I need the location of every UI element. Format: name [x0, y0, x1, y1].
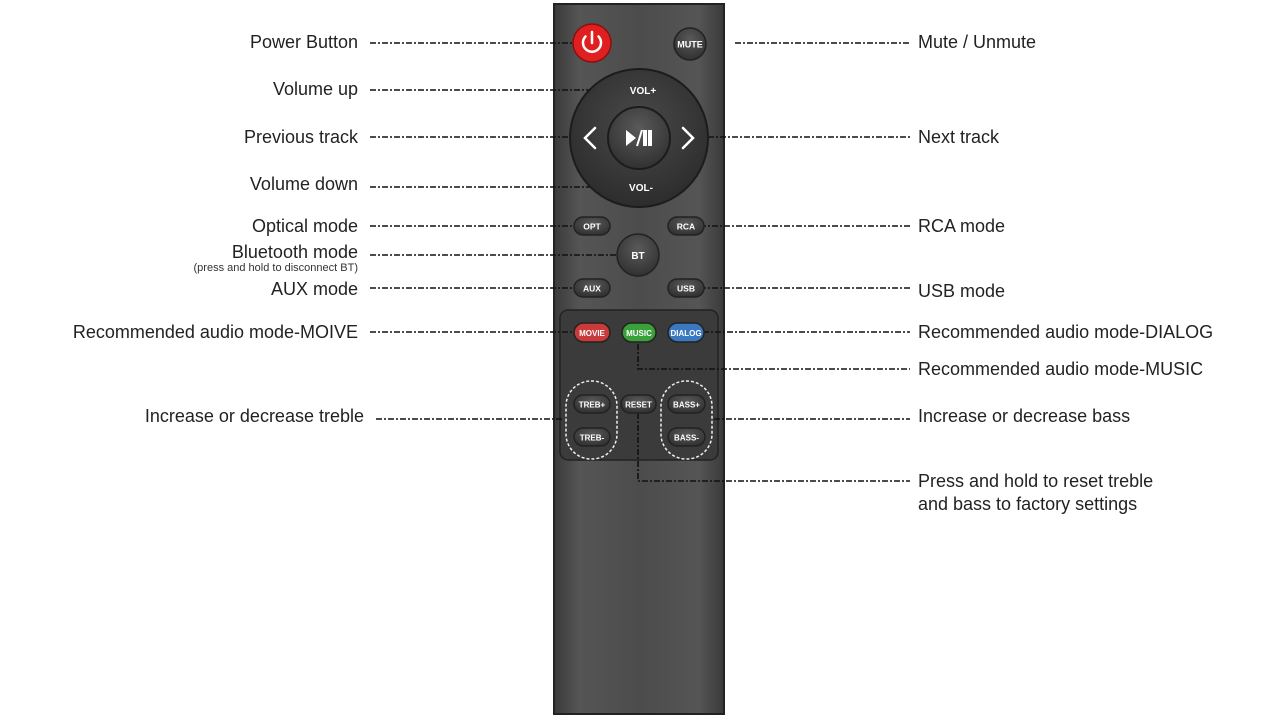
music-button[interactable]: MUSIC: [621, 322, 657, 343]
bass-plus-button[interactable]: BASS+: [667, 394, 706, 414]
rca-button-label: RCA: [677, 222, 695, 232]
movie-button-label: MOVIE: [579, 329, 605, 338]
usb-button-label: USB: [677, 284, 695, 294]
next-icon: [681, 126, 695, 150]
vol-minus-label: VOL-: [629, 183, 653, 194]
mute-button-label: MUTE: [677, 40, 703, 50]
rca-button[interactable]: RCA: [667, 216, 705, 236]
opt-button-label: OPT: [583, 222, 601, 232]
label-volume-down: Volume down: [249, 174, 358, 194]
label-aux-mode: AUX mode: [270, 279, 358, 299]
label-bass: Increase or decrease bass: [918, 406, 1131, 426]
bt-button[interactable]: BT: [616, 233, 660, 277]
mute-button[interactable]: MUTE: [673, 27, 707, 61]
audio-panel: [559, 309, 719, 461]
treble-minus-label: TREB-: [580, 434, 605, 443]
label-mute: Mute / Unmute: [918, 32, 1037, 52]
bass-minus-button[interactable]: BASS-: [667, 427, 706, 447]
bass-plus-label: BASS+: [673, 401, 700, 410]
dialog-button[interactable]: DIALOG: [667, 322, 705, 343]
reset-button[interactable]: RESET: [620, 394, 657, 414]
treble-plus-label: TREB+: [579, 401, 606, 410]
label-next-track: Next track: [918, 127, 1000, 147]
label-power-button: Power Button: [249, 32, 358, 52]
label-reset-line1: Press and hold to reset treble: [918, 471, 1154, 491]
label-bluetooth-mode: Bluetooth mode: [231, 242, 358, 262]
bt-button-label: BT: [631, 251, 644, 262]
label-bluetooth-note: (press and hold to disconnect BT): [193, 262, 358, 274]
treble-minus-button[interactable]: TREB-: [573, 427, 611, 447]
label-previous-track: Previous track: [243, 127, 358, 147]
navigation-pad[interactable]: VOL+ VOL-: [569, 68, 709, 208]
vol-plus-label: VOL+: [630, 86, 657, 97]
label-volume-up: Volume up: [272, 79, 358, 99]
label-optical-mode: Optical mode: [251, 216, 358, 236]
movie-button[interactable]: MOVIE: [573, 322, 611, 343]
bass-group-outline: [660, 380, 713, 460]
aux-button[interactable]: AUX: [573, 278, 611, 298]
treble-plus-button[interactable]: TREB+: [573, 394, 611, 414]
reset-button-label: RESET: [625, 401, 652, 410]
treble-group-outline: [565, 380, 618, 460]
aux-button-label: AUX: [583, 284, 601, 294]
previous-icon: [583, 126, 597, 150]
label-reset-line2: and bass to factory settings: [918, 494, 1138, 514]
opt-button[interactable]: OPT: [573, 216, 611, 236]
label-treble: Increase or decrease treble: [144, 406, 364, 426]
label-movie-mode: Recommended audio mode-MOIVE: [72, 322, 358, 342]
label-usb-mode: USB mode: [918, 281, 1006, 301]
dialog-button-label: DIALOG: [670, 329, 701, 338]
label-rca-mode: RCA mode: [918, 216, 1006, 236]
bass-minus-label: BASS-: [674, 434, 699, 443]
leader-lines: [370, 42, 910, 482]
play-pause-icon: [626, 130, 636, 146]
label-dialog-mode: Recommended audio mode-DIALOG: [918, 322, 1214, 342]
power-icon: [581, 35, 603, 53]
usb-button[interactable]: USB: [667, 278, 705, 298]
label-music-mode: Recommended audio mode-MUSIC: [918, 359, 1204, 379]
music-button-label: MUSIC: [626, 329, 652, 338]
power-button[interactable]: [572, 23, 612, 63]
